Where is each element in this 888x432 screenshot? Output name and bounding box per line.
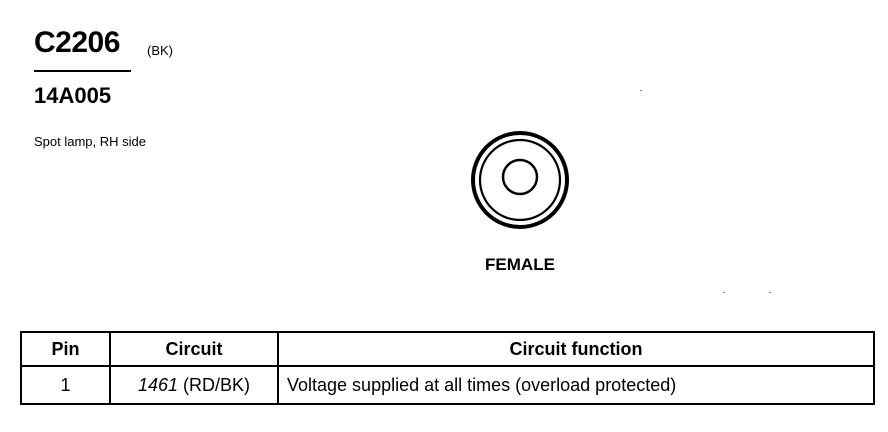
- cell-circuit-function: Voltage supplied at all times (overload …: [277, 365, 875, 405]
- cell-circuit: 1461 (RD/BK): [109, 365, 279, 405]
- connector-description: Spot lamp, RH side: [34, 134, 146, 149]
- part-number: 14A005: [34, 83, 112, 108]
- connector-face-label: FEMALE: [485, 255, 555, 274]
- connector-id: C2206: [34, 26, 120, 59]
- header-circuit: Circuit: [109, 331, 279, 367]
- header-circuit-function: Circuit function: [277, 331, 875, 367]
- table-header-row: Pin Circuit Circuit function: [20, 331, 875, 367]
- scan-speck: [769, 292, 771, 293]
- scan-speck: [723, 292, 725, 293]
- female-connector-face-drawing: [471, 131, 569, 229]
- title-underline: [34, 70, 131, 72]
- scan-speck: [640, 90, 642, 91]
- connector-pin-socket: [501, 158, 539, 196]
- table-row: 1 1461 (RD/BK) Voltage supplied at all t…: [20, 365, 875, 405]
- cell-pin: 1: [20, 365, 111, 405]
- connector-color-code: (BK): [147, 43, 173, 58]
- pin-table: Pin Circuit Circuit function 1 1461 (RD/…: [20, 331, 875, 405]
- connector-inner-ring: [478, 138, 562, 222]
- connector-outer-ring: [471, 131, 569, 229]
- circuit-wire-color: (RD/BK): [183, 375, 251, 395]
- header-pin: Pin: [20, 331, 111, 367]
- circuit-number: 1461: [137, 375, 179, 395]
